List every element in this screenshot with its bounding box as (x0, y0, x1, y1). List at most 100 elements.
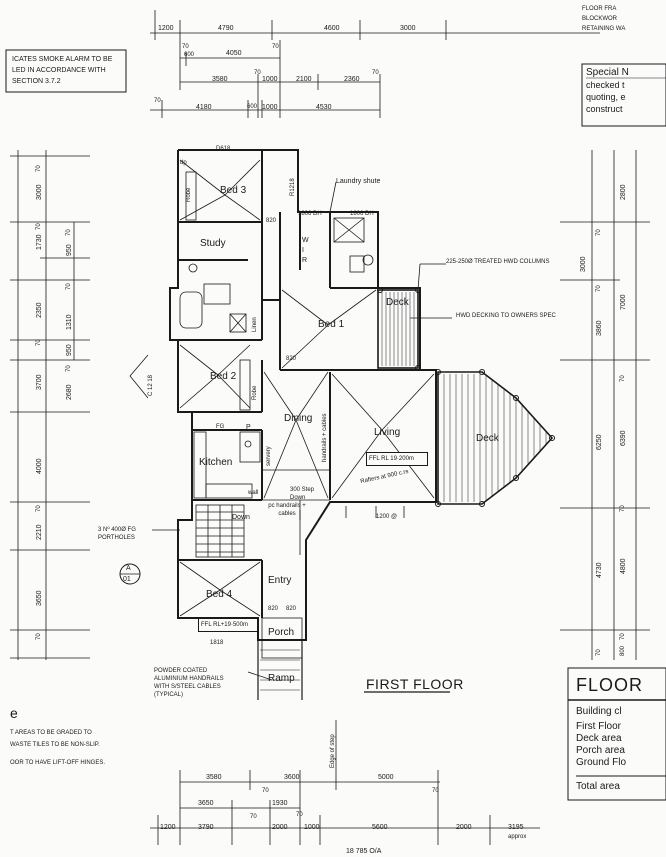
dim-top-70c: 70 (254, 70, 261, 76)
ffl-bed4-label: FFL RL+19·500m (201, 622, 248, 628)
dim-right-6390: 6390 (620, 430, 627, 446)
dim-right-7000: 7000 (620, 294, 627, 310)
dim-left-3000: 3000 (36, 184, 43, 200)
room-bed-1: Bed 1 (318, 319, 345, 330)
tag-820-1: 820 (266, 218, 277, 224)
room-deck-upper: Deck (386, 297, 409, 308)
tag-1806dh-2: 1806 DH (350, 211, 374, 217)
dim-bottom-70c: 70 (296, 812, 303, 818)
wall-label: wall (248, 490, 259, 496)
legend-line-1: FLOOR FRA (582, 6, 617, 12)
dim-right-70f: 70 (596, 649, 602, 656)
dim-top-600: 600 (184, 52, 195, 58)
dim-right-3000: 3000 (580, 256, 587, 272)
legend-line-3: RETAINING WA (582, 26, 626, 32)
dim-bottom-5600: 5600 (372, 824, 388, 831)
room-bed-3: Bed 3 (220, 185, 247, 196)
dim-right-70c: 70 (620, 375, 626, 382)
ramp-note-3: WITH S/STEEL CABLES (154, 684, 221, 690)
dim-bottom-3580: 3580 (206, 774, 222, 781)
window-1200-label: 1200 @ (376, 514, 398, 520)
dim-bottom-1200: 1200 (160, 824, 176, 831)
dim-bottom-70d: 70 (250, 814, 257, 820)
handrails-label: pc handrails + cables (268, 503, 306, 517)
section-number: 01 (123, 576, 131, 583)
house-walls (169, 149, 437, 641)
decking-note: HWD DECKING TO OWNERS SPEC (456, 313, 556, 319)
dim-bottom-2000b: 2000 (456, 824, 472, 831)
pantry-label: P (246, 424, 251, 431)
dim-top-70d: 70 (372, 70, 379, 76)
dim-bottom-1000: 1000 (304, 824, 320, 831)
dim-right-70b: 70 (596, 285, 602, 292)
room-ramp: Ramp (268, 673, 295, 684)
dim-left-1730: 1730 (36, 234, 43, 250)
dim-top-1000b: 1000 (262, 104, 278, 111)
dim-bottom-3790: 3790 (198, 824, 214, 831)
dim-right-70e: 70 (620, 633, 626, 640)
dim-top-1200: 1200 (158, 25, 174, 32)
smoke-note-line-3: SECTION 3.7.2 (12, 78, 61, 85)
top-dimension-lines (150, 10, 600, 118)
notes-line-1: T AREAS TO BE GRADED TO (10, 730, 92, 736)
edge-of-step-label: Edge of step (330, 734, 336, 768)
stairs-hatch (195, 504, 245, 558)
notes-line-2: WASTE TILES TO BE NON-SLIP. (10, 742, 100, 748)
dim-left-950b: 950 (66, 344, 73, 356)
tag-820-3: 820 (268, 606, 279, 612)
dim-bottom-70a: 70 (432, 788, 439, 794)
dim-left-70a: 70 (36, 165, 42, 172)
tag-dp-1: dp (180, 160, 187, 166)
linen-label: Linen (252, 317, 258, 332)
ffl-living-label: FFL RL 19·200m (369, 456, 414, 462)
dim-left-2210: 2210 (36, 524, 43, 540)
dim-right-70a: 70 (596, 229, 602, 236)
ffl-living-box: FFL RL 19·200m (366, 452, 428, 466)
dim-top-70a: 70 (182, 44, 189, 50)
room-deck-lower: Deck (476, 433, 499, 444)
floor-panel-row-3: Porch area (576, 745, 625, 756)
dim-top-4530: 4530 (316, 104, 332, 111)
room-porch: Porch (268, 627, 295, 638)
tag-1806dh-1: 1806 DH (298, 211, 322, 217)
dim-top-3580: 3580 (212, 76, 228, 83)
special-note-frame (581, 63, 666, 127)
dim-left-4000: 4000 (36, 458, 43, 474)
dim-right-4800: 4800 (620, 558, 627, 574)
robe-label-bed3: Robe (186, 187, 192, 202)
notes-marker: e (10, 705, 19, 721)
floor-panel-row-4: Ground Flo (576, 757, 627, 768)
handrails-cables-label: handrails + cables (322, 413, 328, 462)
portholes-note: 3 Nº 400Ø FG PORTHOLES (98, 527, 136, 541)
floor-panel-row-1: First Floor (576, 721, 621, 732)
ramp-note-4: (TYPICAL) (154, 692, 184, 698)
dim-top-2360: 2360 (344, 76, 360, 83)
dim-bottom-approx: approx (508, 834, 527, 840)
dim-right-70d: 70 (620, 505, 626, 512)
servery-label: servery (266, 446, 272, 466)
ramp-note-1: POWDER COATED (154, 668, 208, 674)
dim-bottom-70b: 70 (262, 788, 269, 794)
dim-left-950: 950 (66, 244, 73, 256)
dim-bottom-5000: 5000 (378, 774, 394, 781)
ffl-bed4-box: FFL RL+19·500m (198, 618, 258, 632)
dim-bottom-3195: 3195 (508, 824, 524, 831)
right-dimension-lines (560, 150, 650, 660)
room-study: Study (200, 238, 226, 249)
dim-top-2100: 2100 (296, 76, 312, 83)
legend-line-2: BLOCKWOR (582, 16, 618, 22)
notes-line-3: OOR TO HAVE LIFT-OFF HINGES. (10, 760, 106, 766)
interior-details (152, 159, 452, 681)
special-note-title: Special N (586, 67, 629, 78)
laundry-shute-label: Laundry shute (336, 178, 381, 185)
tag-d618: D618 (216, 146, 231, 152)
floor-panel-heading: FLOOR (576, 675, 644, 695)
room-dining: Dining (284, 413, 313, 424)
dim-left-3700: 3700 (36, 374, 43, 390)
columns-note: 225-250Ø TREATED HWD COLUMNS (446, 259, 550, 265)
dim-top-1000: 1000 (262, 76, 278, 83)
room-wir: W I R (302, 237, 309, 264)
dim-top-600b: 600 (247, 104, 258, 110)
tag-fg: FG (216, 424, 225, 430)
